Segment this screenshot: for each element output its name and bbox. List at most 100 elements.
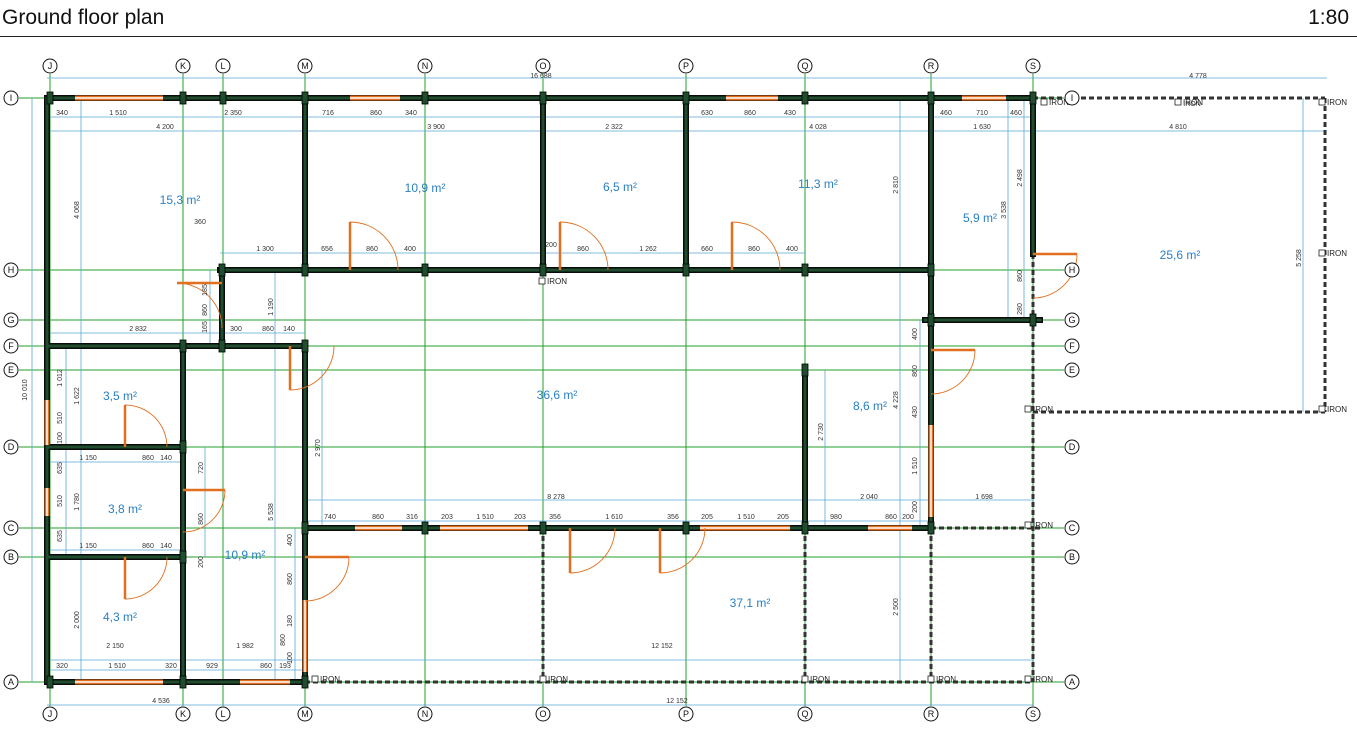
dimension-text-vertical: 860 <box>287 573 294 585</box>
dimension-text: 1 698 <box>975 494 993 501</box>
wall-post <box>301 521 309 535</box>
room-area: 6,5 m² <box>603 180 637 194</box>
wall-post <box>801 263 809 277</box>
scale-label: 1:80 <box>1308 6 1349 29</box>
dimension-text-vertical: 200 <box>912 501 919 513</box>
dimension-text: 1 510 <box>737 514 755 521</box>
dimension-text: 660 <box>701 246 713 253</box>
dimension-text-vertical: 860 <box>280 634 287 646</box>
dimension-text: 16 688 <box>530 73 552 80</box>
door-swing <box>182 489 226 533</box>
grid-bubble <box>535 706 551 722</box>
dimension-text: 356 <box>549 514 561 521</box>
windows <box>44 95 1006 685</box>
grid-bubble <box>1064 674 1080 690</box>
grid-label: O <box>539 61 546 71</box>
dimension-text-vertical: 510 <box>57 412 64 424</box>
dimension-text-vertical: 720 <box>198 462 205 474</box>
dimension-text: 205 <box>777 514 789 521</box>
dimension-text-vertical: 2 000 <box>74 611 81 629</box>
grid-bubble <box>3 674 19 690</box>
dimension-text: 860 <box>577 246 589 253</box>
dimension-text: 340 <box>56 110 68 117</box>
grid-bubble <box>923 58 939 74</box>
grid-label: A <box>8 677 14 687</box>
wall-post <box>801 91 809 105</box>
dimension-text: 200 <box>902 514 914 521</box>
wall-post <box>46 675 54 689</box>
dimension-text-vertical: 400 <box>912 328 919 340</box>
dimension-text: 3 900 <box>427 124 445 131</box>
wall-post <box>301 263 309 277</box>
dimension-text-vertical: 635 <box>57 462 64 474</box>
dimension-text-vertical: 510 <box>57 495 64 507</box>
dimension-text-vertical: 5 258 <box>1296 249 1303 267</box>
grid-bubble <box>3 549 19 565</box>
dimension-text-vertical: 4 228 <box>893 391 900 409</box>
grid-bubble <box>1064 338 1080 354</box>
doors <box>123 221 1078 602</box>
dimension-lines <box>31 77 1327 706</box>
iron-label: IRON <box>1033 675 1053 684</box>
grid-bubble <box>215 706 231 722</box>
room-area: 15,3 m² <box>160 193 201 207</box>
wall-post <box>421 91 429 105</box>
wall-post <box>927 91 935 105</box>
door-swing <box>289 345 335 391</box>
iron-label: IRON <box>1033 405 1053 414</box>
wall-post <box>218 263 226 277</box>
grid-label: I <box>10 93 13 103</box>
grid-label: C <box>8 523 15 533</box>
wall-post <box>46 91 54 105</box>
dimension-text: 630 <box>701 110 713 117</box>
wall-post <box>539 263 547 277</box>
room-area: 5,9 m² <box>963 211 997 225</box>
dimension-text: 193 <box>279 663 291 670</box>
iron-marker <box>801 675 809 683</box>
dimension-text-vertical: 1 780 <box>74 493 81 511</box>
wall-post <box>682 263 690 277</box>
grid-bubble <box>797 706 813 722</box>
dimension-text: 1 630 <box>973 124 991 131</box>
door-swing <box>124 556 168 600</box>
dimension-text: 205 <box>701 514 713 521</box>
wall-post <box>539 91 547 105</box>
dimension-text: 340 <box>405 110 417 117</box>
grid-bubble <box>297 706 313 722</box>
dimension-text: 400 <box>404 246 416 253</box>
dimension-text: 860 <box>260 663 272 670</box>
dimension-text: 1 262 <box>639 246 657 253</box>
dimension-text-vertical: 2 810 <box>893 176 900 194</box>
wall-post <box>927 263 935 277</box>
iron-label: IRON <box>320 675 340 684</box>
grid-bubble <box>3 520 19 536</box>
grid-bubble <box>1064 90 1080 106</box>
grid-bubble <box>3 312 19 328</box>
dimension-text: 2 040 <box>860 494 878 501</box>
wall-post <box>179 550 187 564</box>
room-area: 25,6 m² <box>1160 248 1201 262</box>
door-swing <box>731 221 781 271</box>
iron-marker <box>927 675 935 683</box>
dimension-text: 300 <box>230 326 242 333</box>
grid-bubble <box>3 90 19 106</box>
wall-post <box>421 263 429 277</box>
door-swing <box>349 221 399 271</box>
grid-label: D <box>1069 442 1076 452</box>
iron-label: IRON <box>1327 249 1347 258</box>
page-title: Ground floor plan <box>2 6 165 29</box>
grid-bubble <box>42 706 58 722</box>
grid-bubble <box>535 58 551 74</box>
grid-label: L <box>220 709 225 719</box>
dimension-text: 200 <box>545 242 557 249</box>
grid-label: B <box>8 552 14 562</box>
dimension-text: 203 <box>514 514 526 521</box>
dimension-text: 400 <box>786 246 798 253</box>
iron-label: IRON <box>936 675 956 684</box>
dimension-text: 360 <box>194 219 206 226</box>
dimension-text: 12 152 <box>651 643 673 650</box>
dimension-text: 929 <box>206 663 218 670</box>
wall-post <box>1029 91 1037 105</box>
